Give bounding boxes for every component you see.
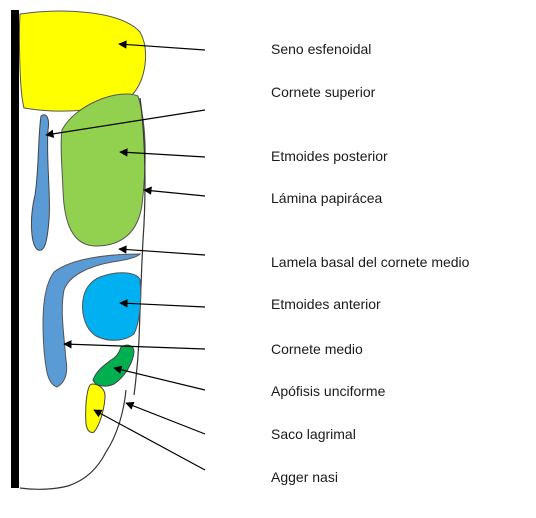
- arrow-lamina-papiracea: [144, 190, 205, 196]
- label-etmoides-posterior: Etmoides posterior: [271, 148, 388, 164]
- label-agger-nasi: Agger nasi: [271, 469, 338, 485]
- anterior-ethmoid-shape: [83, 273, 141, 341]
- label-etmoides-anterior: Etmoides anterior: [271, 296, 381, 312]
- label-cornete-superior: Cornete superior: [271, 84, 376, 100]
- uncinate-process-shape: [93, 345, 134, 386]
- nasal-vestibule-outline: [20, 390, 126, 489]
- arrow-apofisis-unciforme: [114, 368, 205, 390]
- arrow-cornete-medio: [64, 344, 205, 349]
- label-seno-esfenoidal: Seno esfenoidal: [271, 41, 371, 57]
- label-lamina-papiracea: Lámina papirácea: [271, 190, 383, 206]
- posterior-ethmoid-shape: [61, 94, 145, 246]
- label-column: Seno esfenoidal Cornete superior Etmoide…: [271, 41, 470, 485]
- label-lamela-basal: Lamela basal del cornete medio: [271, 254, 470, 270]
- septum-wall: [11, 10, 19, 488]
- label-apofisis-unciforme: Apófisis unciforme: [271, 383, 386, 399]
- arrow-agger-nasi: [94, 410, 205, 470]
- label-saco-lagrimal: Saco lagrimal: [271, 426, 356, 442]
- agger-nasi-shape: [86, 384, 106, 433]
- arrow-saco-lagrimal: [126, 403, 205, 434]
- label-cornete-medio: Cornete medio: [271, 341, 363, 357]
